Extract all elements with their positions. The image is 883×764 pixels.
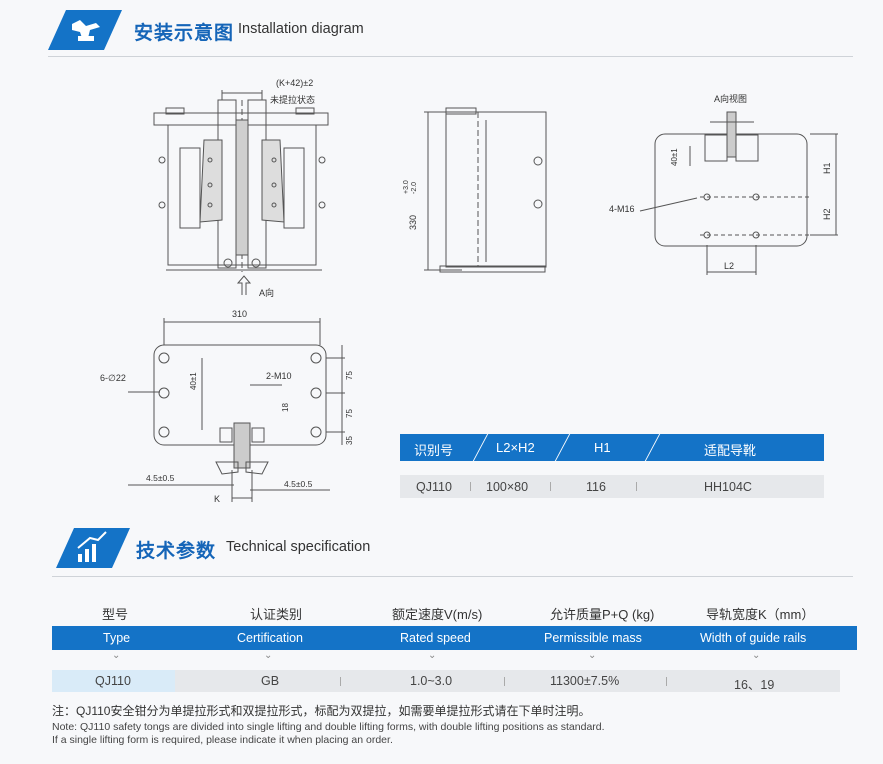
spec-header-en-row: Type Certification Rated speed Permissib…: [52, 626, 857, 650]
label-k: K: [214, 494, 220, 504]
section-title-cn: 技术参数: [136, 541, 217, 562]
label-height: 330: [408, 215, 418, 230]
a-view: [639, 111, 838, 275]
spec-header-type-cn: 型号: [102, 607, 129, 622]
spec-cell-mass: 11300±7.5%: [550, 674, 620, 688]
label-h1: H1: [822, 162, 832, 174]
model-cell-shoe: HH104C: [704, 480, 752, 494]
spec-header-mass-en: Permissible mass: [544, 631, 642, 645]
label-310: 310: [232, 309, 247, 319]
label-35: 35: [345, 436, 354, 445]
spec-chevrons: ⌄ ⌄ ⌄ ⌄ ⌄: [112, 650, 761, 661]
spec-header-speed-cn: 额定速度V(m/s): [392, 607, 483, 622]
divider: [52, 576, 853, 577]
label-75a: 75: [345, 371, 354, 380]
divider: [48, 56, 853, 57]
front-view: [153, 90, 329, 295]
spec-table: 型号 认证类别 额定速度V(m/s) 允许质量P+Q (kg) 导轨宽度K（mm…: [52, 602, 857, 692]
spec-header-mass-cn: 允许质量P+Q (kg): [550, 607, 655, 622]
spec-header-type-en: Type: [103, 631, 131, 645]
label-40a: 40±1: [670, 148, 679, 166]
spec-cell-type: QJ110: [95, 674, 131, 688]
spec-header-cn-row: 型号 认证类别 额定速度V(m/s) 允许质量P+Q (kg) 导轨宽度K（mm…: [52, 602, 857, 626]
note-cn: 注：QJ110安全钳分为单提拉形式和双提拉形式，标配为双提拉，如需要单提拉形式请…: [52, 704, 591, 718]
spec-cell-rail: 16、19: [734, 678, 775, 692]
label-off-r: 4.5±0.5: [284, 479, 313, 489]
label-m10: 2-M10: [266, 371, 292, 381]
label-gap: (K+42)±2: [276, 78, 313, 88]
label-off-l: 4.5±0.5: [146, 473, 175, 483]
section-title-en: Installation diagram: [238, 21, 364, 37]
label-75b: 75: [345, 409, 354, 418]
label-h2: H2: [822, 208, 832, 220]
spec-header-cert-cn: 认证类别: [250, 607, 303, 622]
label-direction: A向: [259, 287, 274, 298]
table-row: QJ110 GB 1.0~3.0 11300±7.5% 16、19: [52, 670, 857, 692]
model-header-h1: H1: [594, 440, 611, 455]
model-cell-h1: 116: [586, 480, 606, 494]
label-height-tol-dn: -2.0: [411, 182, 418, 194]
model-header-shoe: 适配导靴: [704, 443, 757, 458]
label-holes: 6-∅22: [100, 373, 126, 383]
spec-header-rail-cn: 导轨宽度K（mm）: [706, 607, 815, 622]
label-height-tol-up: +3.0: [403, 180, 410, 194]
chart-icon: [56, 528, 130, 568]
tools-icon: [48, 10, 122, 50]
model-table-header: 识别号 L2×H2 H1 适配导靴: [400, 434, 824, 461]
model-header-l2h2: L2×H2: [496, 440, 535, 455]
model-table: 识别号 L2×H2 H1 适配导靴 QJ110 100×80 116 HH104…: [400, 434, 824, 498]
spec-header-cert-en: Certification: [237, 631, 303, 645]
model-header-id: 识别号: [414, 443, 454, 458]
label-view-a: A向视图: [714, 93, 747, 104]
spec-header-speed-en: Rated speed: [400, 631, 471, 645]
label-l2: L2: [724, 261, 734, 271]
installation-drawings: (K+42)±2 未提拉状态 A向 330 +3.0 -2.0 A向视图: [100, 78, 838, 504]
spec-cell-speed: 1.0~3.0: [410, 674, 453, 688]
side-view: [424, 107, 547, 273]
label-m16: 4-M16: [609, 204, 635, 214]
model-cell-id: QJ110: [416, 480, 452, 494]
section-title-cn: 安装示意图: [134, 23, 235, 44]
label-40b: 40±1: [189, 372, 198, 390]
label-18: 18: [281, 403, 290, 412]
label-state: 未提拉状态: [270, 94, 315, 105]
bottom-view: [128, 318, 345, 502]
note-en: Note: QJ110 safety tongs are divided int…: [52, 721, 605, 746]
model-cell-l2h2: 100×80: [486, 480, 529, 494]
spec-header-rail-en: Width of guide rails: [700, 631, 807, 645]
section-title-en: Technical specification: [226, 539, 371, 555]
spec-cell-cert: GB: [261, 674, 280, 688]
table-row: QJ110 100×80 116 HH104C: [400, 475, 824, 498]
